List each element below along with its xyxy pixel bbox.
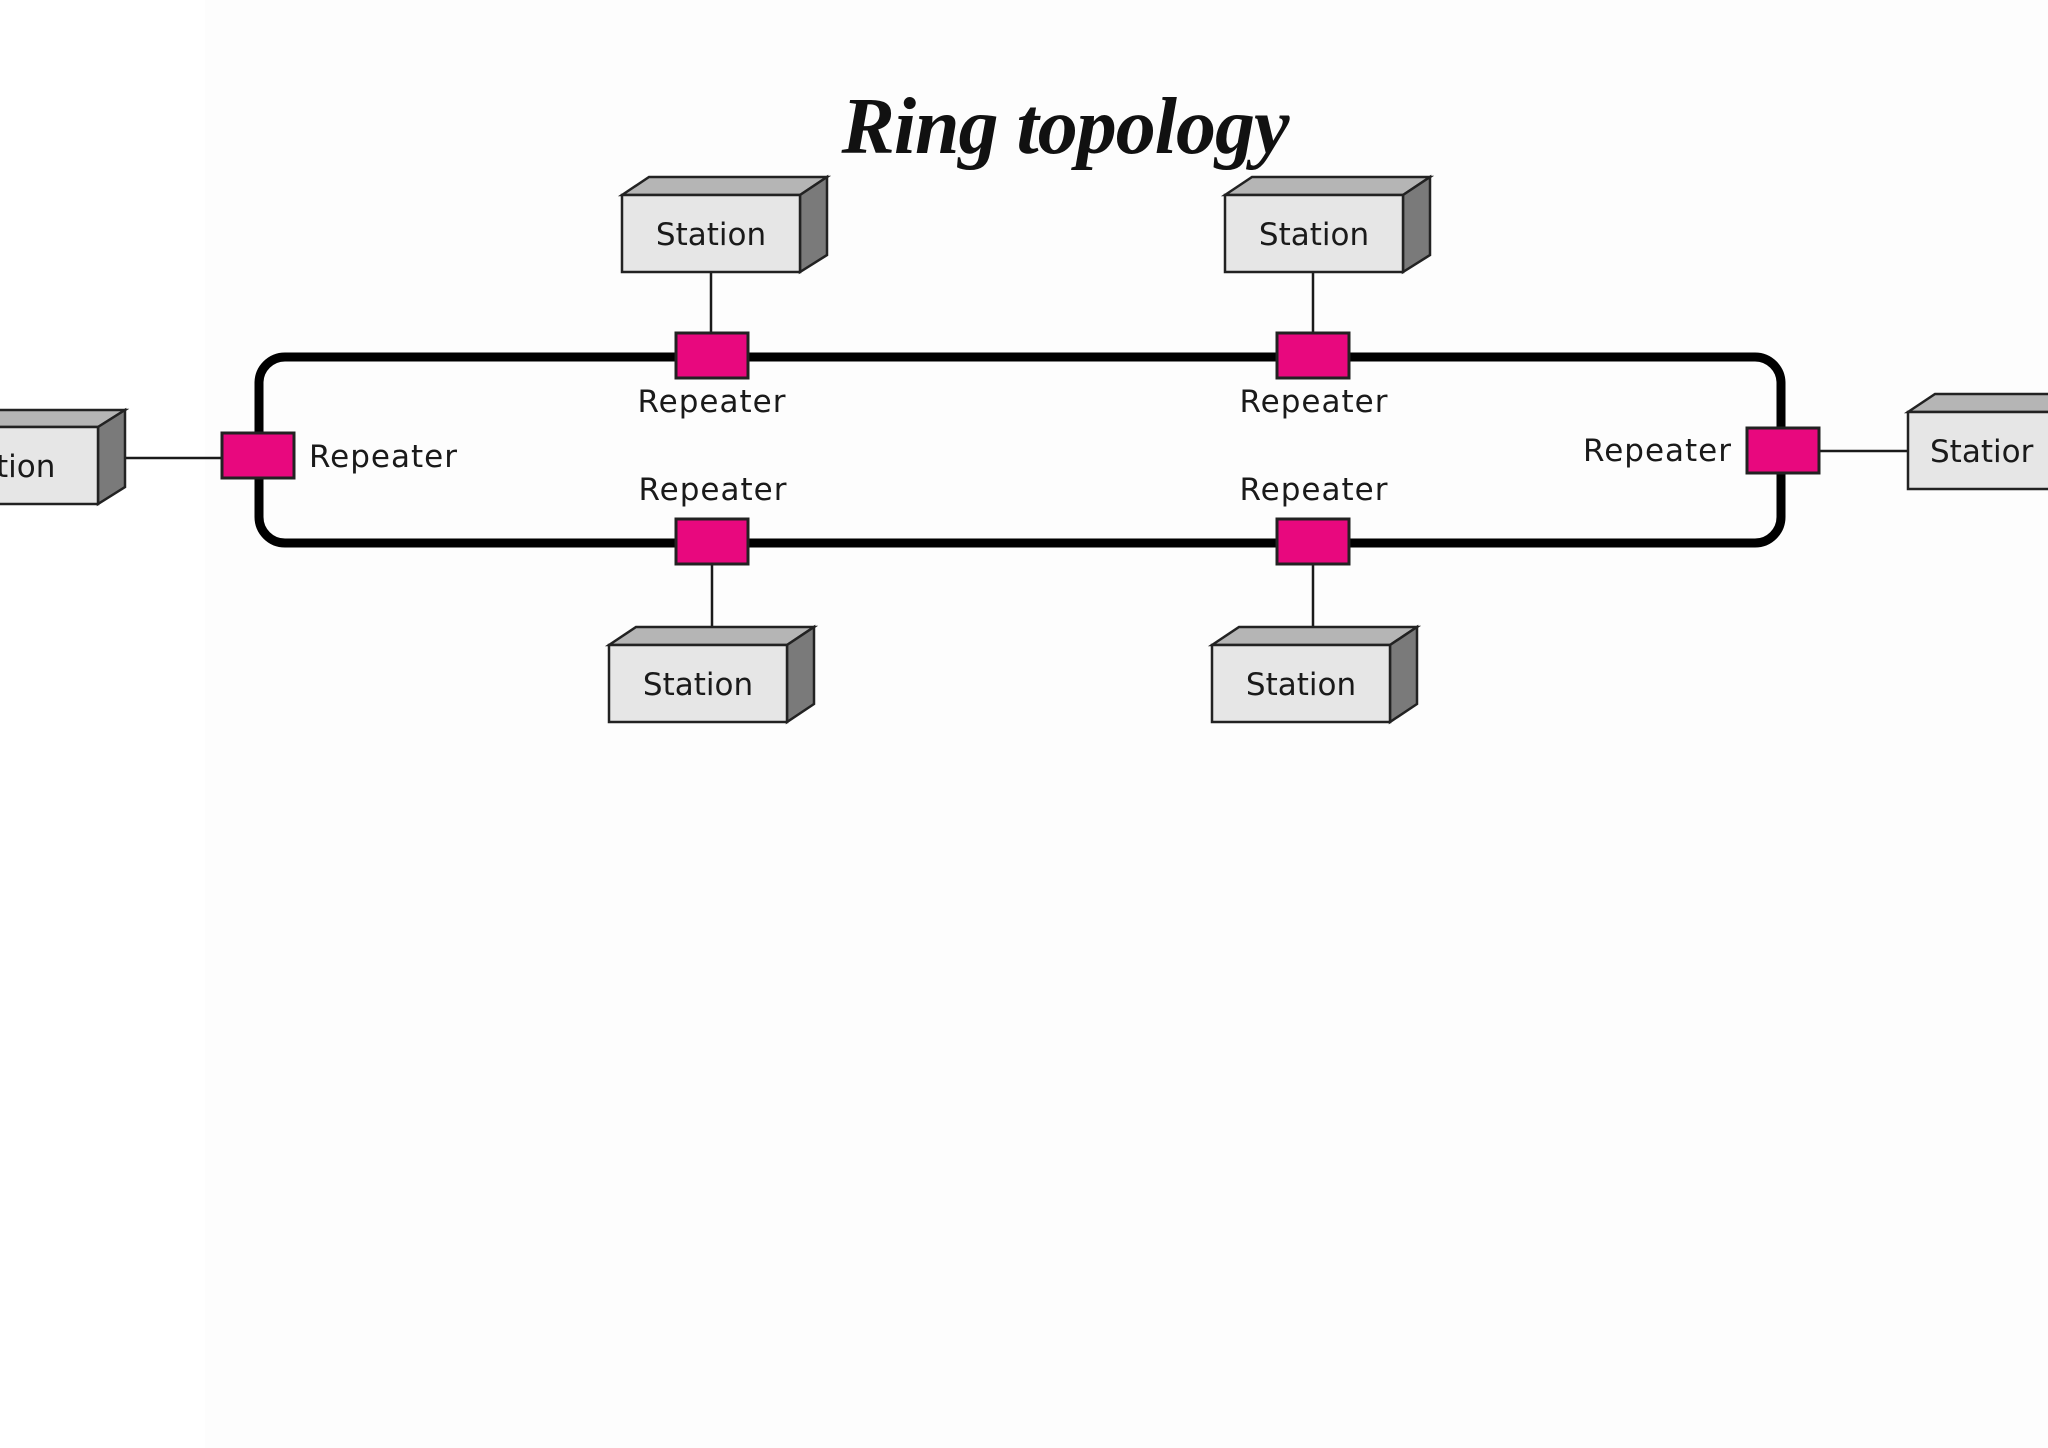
repeater-label: Repeater [309, 439, 458, 475]
repeater-left [220, 431, 296, 480]
station-bottom-left: Station [604, 624, 819, 725]
station-label: Station [656, 217, 766, 253]
ring-cable [254, 352, 1786, 548]
background-panel [205, 0, 2048, 1448]
station-label: Station [1246, 667, 1356, 703]
station-label: Station [643, 667, 753, 703]
page-title: Ring topology [841, 83, 1289, 171]
repeater-label: Repeater [638, 384, 787, 420]
station-bottom-right: Station [1207, 624, 1422, 725]
repeater-label: Repeater [1240, 384, 1389, 420]
repeater-label: Repeater [1240, 472, 1389, 508]
station-top-right: Station [1220, 174, 1435, 275]
station-left-cropped: tion [0, 407, 130, 507]
repeater-top-left [674, 331, 750, 380]
repeater-label: Repeater [1583, 433, 1732, 469]
station-label: Station [1259, 217, 1369, 253]
station-label: tion [0, 449, 55, 485]
repeater-bottom-right [1275, 517, 1351, 566]
station-label: Statior [1930, 434, 2034, 470]
station-right-cropped: Statior [1903, 392, 2048, 491]
repeater-bottom-left [674, 517, 750, 566]
station-top-left: Station [617, 174, 832, 275]
repeater-right [1745, 426, 1821, 475]
repeater-label: Repeater [639, 472, 788, 508]
repeater-top-right [1275, 331, 1351, 380]
